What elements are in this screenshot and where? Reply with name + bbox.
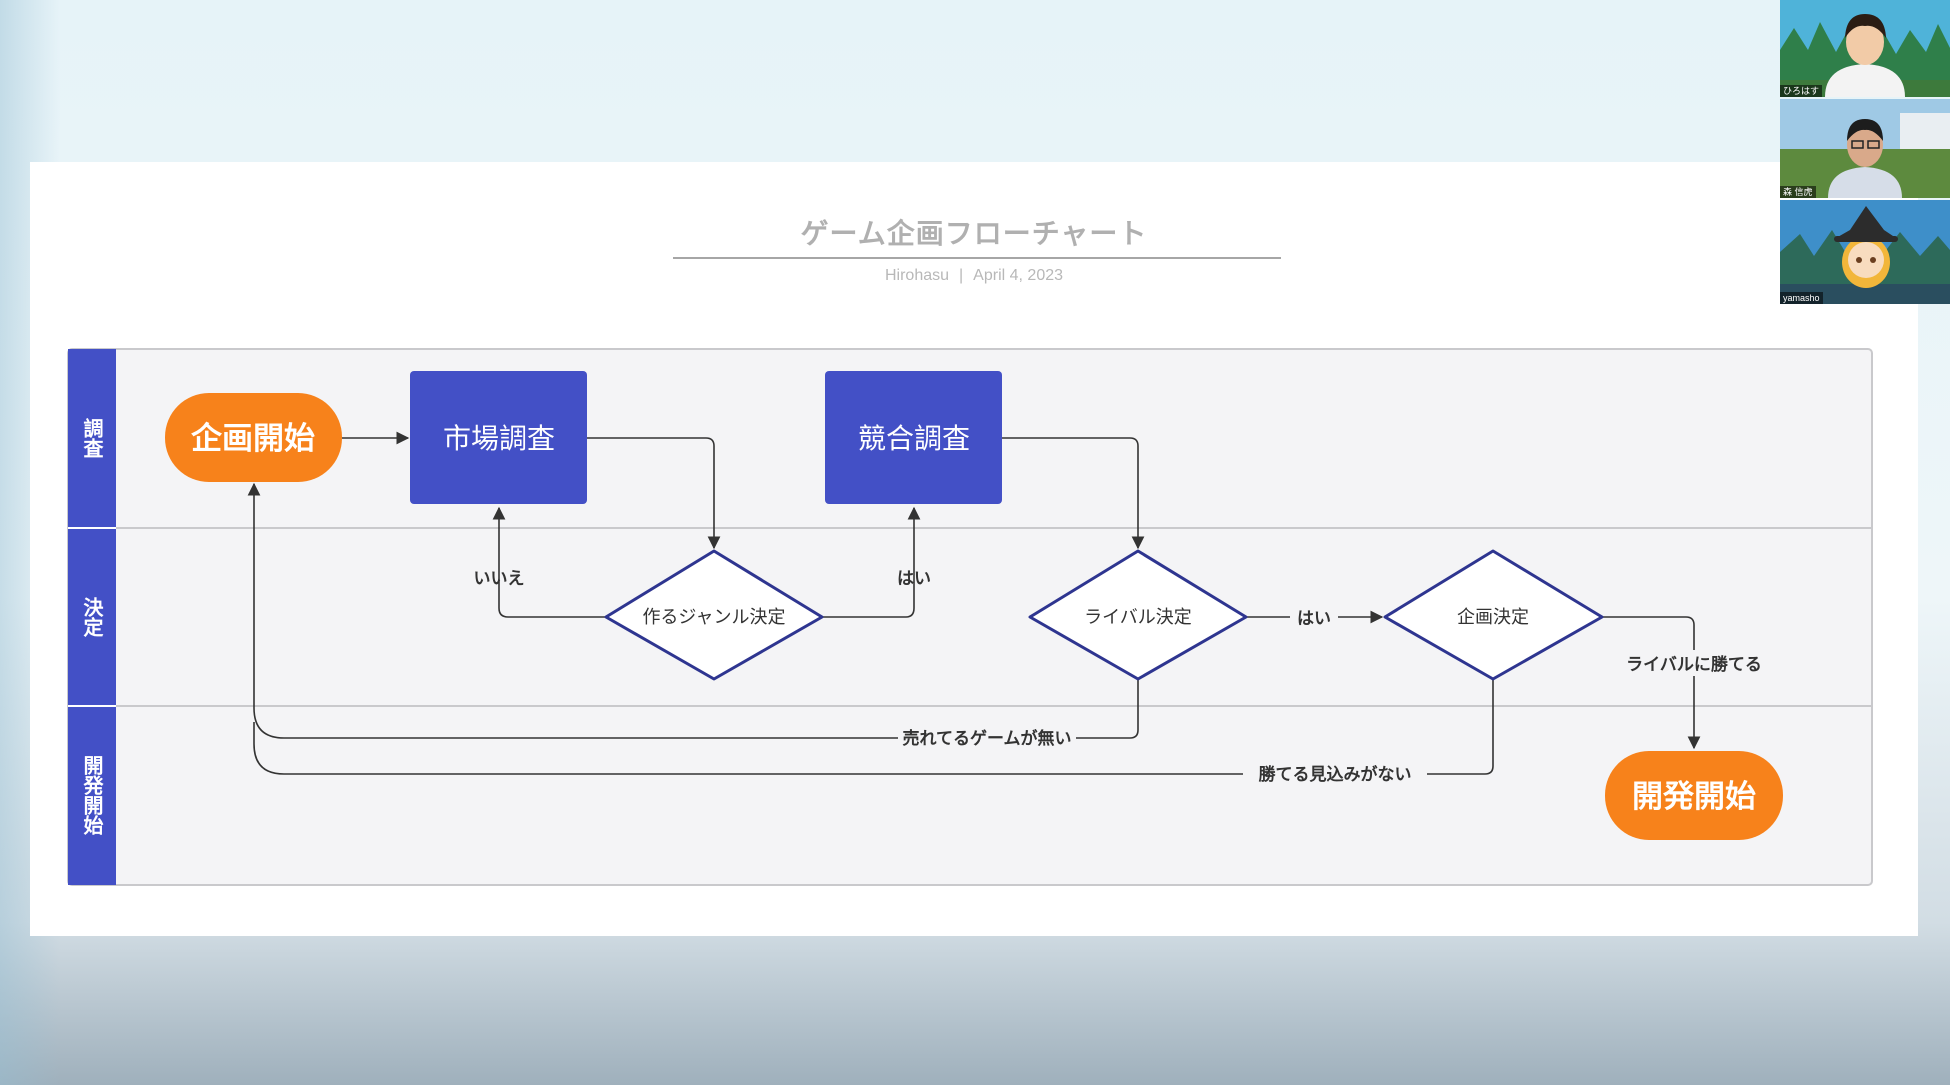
edge-label-cannot-win: 勝てる見込みがない [1259,764,1412,785]
lane-label-dev-start: 開発開始 [80,755,104,836]
participant-video-1[interactable]: ひろはす [1780,0,1950,97]
node-start-label: 企画開始 [191,421,315,457]
edge-label-no-selling-game: 売れてるゲームが無い [903,728,1072,749]
participant-video-2-image [1780,99,1950,198]
node-genre-decision-label: 作るジャンル決定 [642,607,785,628]
edge-label-no: いいえ [474,569,525,589]
participant-name-2: 森 信虎 [1780,186,1816,198]
edge-genre-yes-to-competitor [822,506,921,618]
edge-market-to-genre [587,437,721,550]
node-rival-decision-label: ライバル決定 [1084,607,1192,628]
edge-label-yes-plan: はい [1297,609,1331,629]
participant-video-3-image [1780,200,1950,304]
node-competitor-research[interactable] [825,371,1002,504]
participant-video-1-image [1780,0,1950,97]
node-competitor-research-label: 競合調査 [858,422,970,455]
node-plan-decision-label: 企画決定 [1457,607,1529,628]
edge-label-can-beat-rival: ライバルに勝てる [1626,654,1762,675]
subtitle-separator: | [959,267,964,284]
edge-label-bg-can-beat [1610,650,1778,676]
node-genre-decision[interactable] [604,549,824,681]
node-rival-decision[interactable] [1028,549,1248,681]
lane-label-decision: 決定 [80,596,104,638]
edge-rival-to-start [247,482,1139,739]
lane-header-column [68,349,116,885]
node-plan-decision[interactable] [1383,549,1604,681]
title-underline [673,257,1281,259]
slide-title: ゲーム企画フローチャート [800,217,1148,250]
edge-plan-to-start [253,680,1494,775]
edge-label-bg-yes-plan [1290,604,1338,630]
edge-label-bg-no-selling [898,724,1076,750]
node-market-research-label: 市場調査 [443,422,555,455]
participant-video-3[interactable]: yamasho [1780,200,1950,304]
participant-name-3: yamasho [1780,292,1823,304]
node-dev-start[interactable] [1605,751,1783,840]
edge-plan-to-dev-start [1602,616,1701,750]
date: April 4, 2023 [973,267,1064,284]
edge-competitor-to-rival [1002,437,1145,550]
node-start[interactable] [165,393,342,482]
flowchart: 調査 決定 開発開始 いいえ はい はい 売れてるゲームが無い 勝てる見込みがな… [67,348,1873,886]
node-dev-start-label: 開発開始 [1632,779,1756,815]
author: Hirohasu [884,267,950,284]
edge-label-bg-cannot-win [1243,760,1427,786]
slide: ゲーム企画フローチャート Hirohasu | April 4, 2023 調査 決… [30,162,1918,936]
slide-subtitle: Hirohasu | April 4, 2023 [30,267,1918,285]
edge-genre-no-to-market [492,506,606,618]
edge-label-yes-competitor: はい [897,569,931,589]
lane-label-research: 調査 [80,417,104,458]
node-market-research[interactable] [410,371,587,504]
participant-name-1: ひろはす [1780,85,1823,97]
participant-video-2[interactable]: 森 信虎 [1780,99,1950,198]
